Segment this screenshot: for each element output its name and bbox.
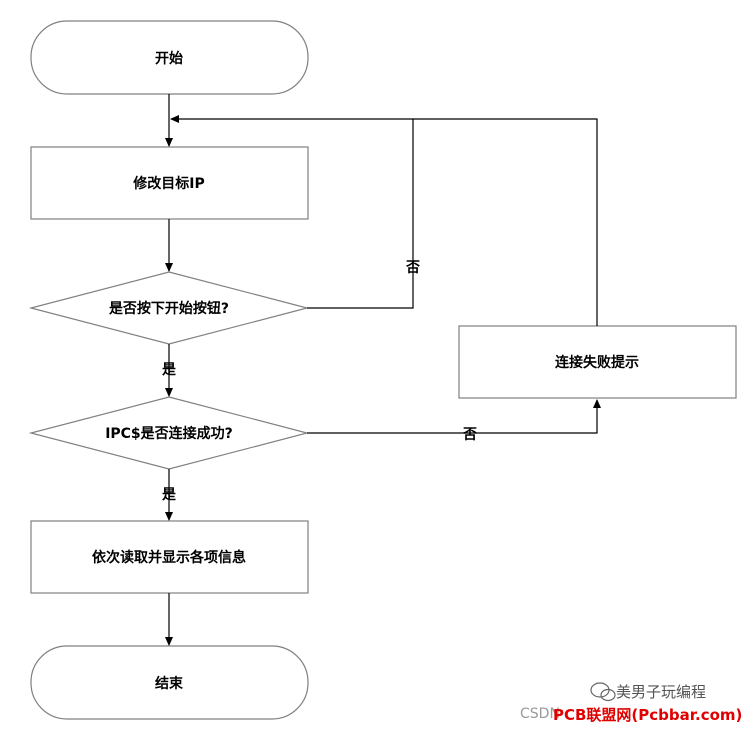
edge-decision-no-loop xyxy=(170,115,414,309)
node-start: 开始 xyxy=(30,20,309,95)
node-decision-start-label: 是否按下开始按钮? xyxy=(109,300,229,317)
node-decision-ipc: IPC$是否连接成功? xyxy=(28,396,310,470)
node-start-label: 开始 xyxy=(155,50,183,67)
edge-label-yes-1: 是 xyxy=(162,362,177,378)
node-modify-ip: 修改目标IP xyxy=(30,146,309,220)
watermark-brand: PCB联盟网(Pcbbar.com) xyxy=(553,706,742,724)
node-read-show: 依次读取并显示各项信息 xyxy=(30,520,309,594)
watermark-account: 美男子玩编程 xyxy=(616,683,706,701)
node-fail-prompt: 连接失败提示 xyxy=(458,325,737,399)
edge-label-no-1: 否 xyxy=(405,260,420,276)
watermark: 美男子玩编程 CSDN PCB联盟网(Pcbbar.com) xyxy=(520,682,742,724)
node-fail-prompt-label: 连接失败提示 xyxy=(555,354,639,371)
wechat-icon xyxy=(590,682,616,702)
node-end-label: 结束 xyxy=(155,675,184,692)
edge-label-yes-2: 是 xyxy=(162,487,177,503)
edge-label-no-2: 否 xyxy=(462,427,477,443)
node-decision-ipc-label: IPC$是否连接成功? xyxy=(105,425,233,442)
node-modify-ip-label: 修改目标IP xyxy=(132,175,204,192)
node-end: 结束 xyxy=(30,645,309,720)
node-read-show-label: 依次读取并显示各项信息 xyxy=(92,549,246,566)
edge-ipc-no xyxy=(307,399,601,434)
node-decision-start: 是否按下开始按钮? xyxy=(28,271,310,345)
watermark-csdn: CSDN xyxy=(520,706,560,722)
edge-fail-loop xyxy=(413,118,598,326)
